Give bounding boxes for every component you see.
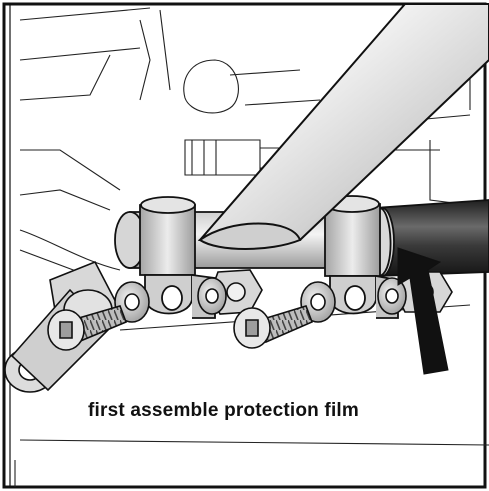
washers-right: [300, 277, 407, 323]
clamp-left: [139, 196, 216, 319]
clamp-right: [324, 195, 399, 319]
pointer-arrow: [397, 247, 449, 375]
diagonal-tube: [197, 3, 489, 250]
countersunk-screw-left: [47, 305, 128, 351]
washers-left: [114, 277, 227, 323]
countersunk-screw-right: [233, 305, 314, 349]
instruction-caption: first assemble protection film: [88, 400, 360, 421]
